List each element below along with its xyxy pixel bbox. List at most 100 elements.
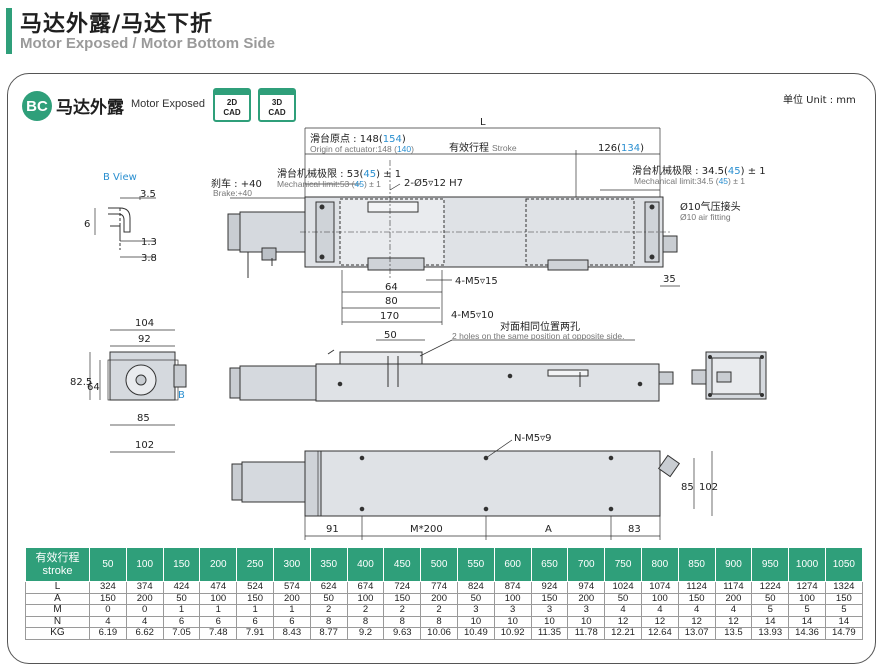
- air-fitting-label-en: Ø10 air fitting: [680, 212, 731, 222]
- table-cell: 974: [567, 581, 606, 594]
- table-cell: 100: [346, 592, 385, 605]
- table-cell: 8: [420, 615, 458, 628]
- stroke-col: 100: [125, 547, 164, 582]
- cad-3d-label: 3D: [271, 98, 283, 107]
- dim-m200: M*200: [410, 524, 443, 535]
- table-cell: 2: [420, 604, 458, 617]
- table-cell: 10: [493, 615, 532, 628]
- cad-3d-sublabel: CAD: [268, 108, 286, 117]
- table-cell: 14: [751, 615, 790, 628]
- stroke-col: 750: [604, 547, 642, 582]
- thread-m5-10: 4-M5▿10: [451, 310, 494, 321]
- end-view-left: [89, 329, 187, 453]
- table-cell: 1324: [824, 581, 863, 594]
- row-header: KG: [25, 627, 90, 640]
- dim-102: 102: [135, 440, 154, 451]
- table-cell: 1: [162, 604, 201, 617]
- brake-label: 刹车 : +40: [211, 177, 262, 190]
- table-cell: 9.2: [346, 627, 385, 640]
- stroke-col: 550: [456, 547, 495, 582]
- table-cell: 374: [125, 581, 164, 594]
- end-view-right: [691, 351, 767, 400]
- table-cell: 6: [199, 615, 238, 628]
- table-cell: 2: [309, 604, 348, 617]
- table-cell: 8.43: [272, 627, 311, 640]
- stroke-col: 950: [751, 547, 790, 582]
- table-cell: 14.36: [788, 627, 826, 640]
- table-cell: 10.49: [456, 627, 495, 640]
- table-cell: 1224: [751, 581, 790, 594]
- page-subtitle: Motor Exposed / Motor Bottom Side: [20, 35, 275, 52]
- stroke-header-cn: 有效行程: [35, 551, 80, 564]
- section-subtitle: Motor Exposed: [131, 98, 205, 110]
- dim-50: 50: [384, 330, 397, 341]
- table-cell: 12.21: [604, 627, 642, 640]
- stroke-header: 有效行程 stroke: [25, 547, 90, 582]
- table-cell: 7.91: [236, 627, 274, 640]
- origin-label: 滑台原点 : 148(154): [310, 132, 406, 145]
- cad-2d-label: 2D: [226, 98, 238, 107]
- table-cell: 7.48: [199, 627, 238, 640]
- table-cell: 10.06: [420, 627, 458, 640]
- opposite-holes-label-en: 2 holes on the same position at opposite…: [452, 331, 624, 341]
- stroke-col: 350: [309, 547, 348, 582]
- table-cell: 4: [89, 615, 127, 628]
- table-cell: 10: [530, 615, 569, 628]
- table-cell: 3: [567, 604, 606, 617]
- dim-3-5: 3.5: [140, 189, 156, 200]
- table-cell: 0: [125, 604, 164, 617]
- table-cell: 11.78: [567, 627, 606, 640]
- table-cell: 13.07: [677, 627, 716, 640]
- table-cell: 12: [714, 615, 753, 628]
- table-cell: 524: [236, 581, 274, 594]
- dim-170: 170: [380, 311, 399, 322]
- table-cell: 8.77: [309, 627, 348, 640]
- table-cell: 6: [272, 615, 311, 628]
- stroke-col: 200: [199, 547, 238, 582]
- b-view-profile: [94, 196, 156, 258]
- table-cell: 6: [162, 615, 201, 628]
- stroke-col: 300: [272, 547, 311, 582]
- stroke-header-en: stroke: [42, 564, 73, 577]
- cad-2d-button[interactable]: 2D CAD: [213, 88, 251, 122]
- air-fitting-label: Ø10气压接头: [680, 200, 741, 213]
- table-cell: 150: [824, 592, 863, 605]
- dim-80: 80: [385, 296, 398, 307]
- stroke-col: 450: [383, 547, 422, 582]
- stroke-col: 850: [677, 547, 716, 582]
- table-cell: 150: [530, 592, 569, 605]
- stroke-col: 250: [236, 547, 274, 582]
- cad-2d-sublabel: CAD: [223, 108, 241, 117]
- table-cell: 724: [383, 581, 422, 594]
- table-cell: 14.79: [824, 627, 863, 640]
- stroke-col: 50: [89, 547, 127, 582]
- table-cell: 14: [788, 615, 826, 628]
- stroke-col: 1000: [788, 547, 826, 582]
- drawing-frame: [7, 73, 876, 664]
- side-view-middle: [229, 339, 674, 402]
- table-cell: 10.92: [493, 627, 532, 640]
- pin-hole-label: 2-Ø5▿12 H7: [404, 177, 463, 189]
- brake-label-en: Brake:+40: [213, 188, 252, 198]
- table-cell: 1: [236, 604, 274, 617]
- stroke-col: 1050: [824, 547, 863, 582]
- table-cell: 200: [420, 592, 458, 605]
- mech-limit-left: 滑台机械极限 : 53(45) ± 1: [277, 167, 401, 180]
- table-cell: 4: [714, 604, 753, 617]
- table-cell: 6: [236, 615, 274, 628]
- model-badge: BC: [22, 91, 52, 121]
- stroke-col: 650: [530, 547, 569, 582]
- table-cell: 150: [236, 592, 274, 605]
- table-cell: 324: [89, 581, 127, 594]
- table-cell: 12: [604, 615, 642, 628]
- table-cell: 1274: [788, 581, 826, 594]
- table-cell: 200: [567, 592, 606, 605]
- row-header: M: [25, 604, 90, 617]
- dim-3-8: 3.8: [141, 253, 157, 264]
- cad-3d-button[interactable]: 3D CAD: [258, 88, 296, 122]
